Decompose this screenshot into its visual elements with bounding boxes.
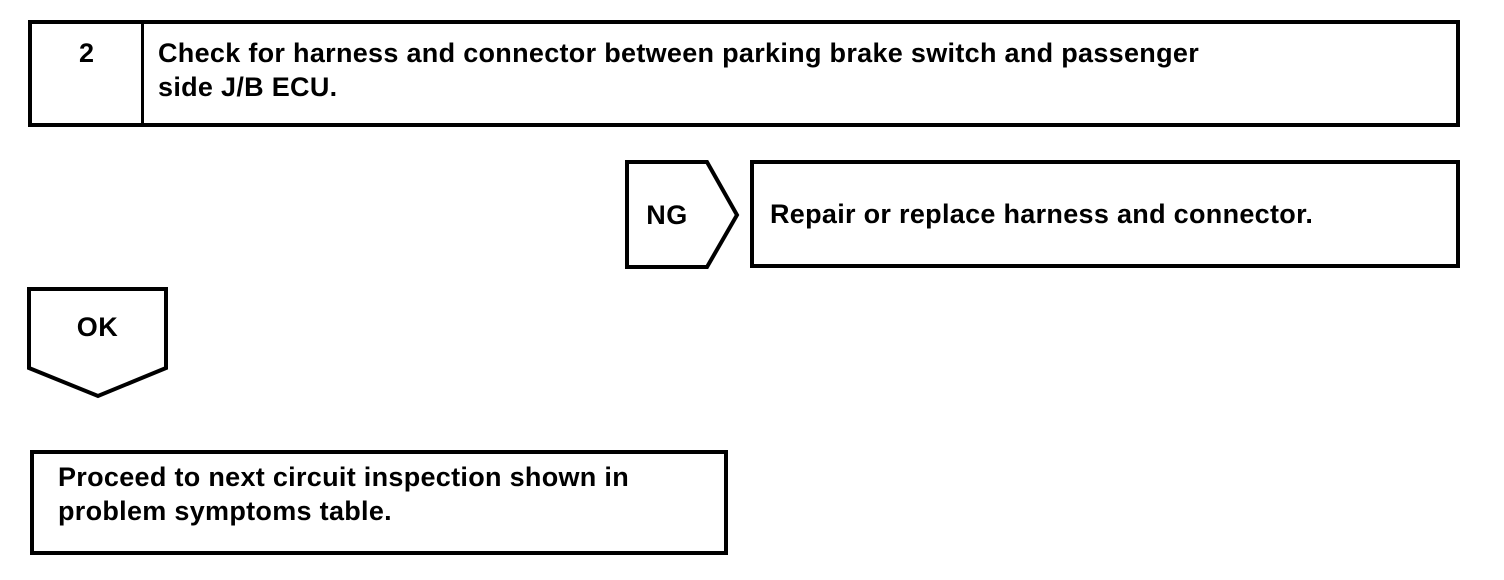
ng-connector: NG [625,160,740,270]
ok-pentagon-shape [27,287,168,399]
ng-pentagon-shape [625,160,740,269]
ok-result-line-2: problem symptoms table. [58,496,392,526]
ok-connector: OK [27,287,168,399]
ng-result-text: Repair or replace harness and connector. [770,199,1314,229]
step-number: 2 [32,24,144,123]
ok-result-line-1: Proceed to next circuit inspection shown… [58,462,629,492]
ok-result-box: Proceed to next circuit inspection shown… [30,450,728,555]
step-instruction: Check for harness and connector between … [144,24,1456,123]
ok-connector-label: OK [76,312,119,342]
ng-result-box: Repair or replace harness and connector. [750,160,1460,268]
step-instruction-line-1: Check for harness and connector between … [158,38,1200,68]
step-box: 2 Check for harness and connector betwee… [28,20,1460,127]
step-instruction-line-2: side J/B ECU. [158,72,338,102]
ng-connector-label: NG [646,199,688,230]
